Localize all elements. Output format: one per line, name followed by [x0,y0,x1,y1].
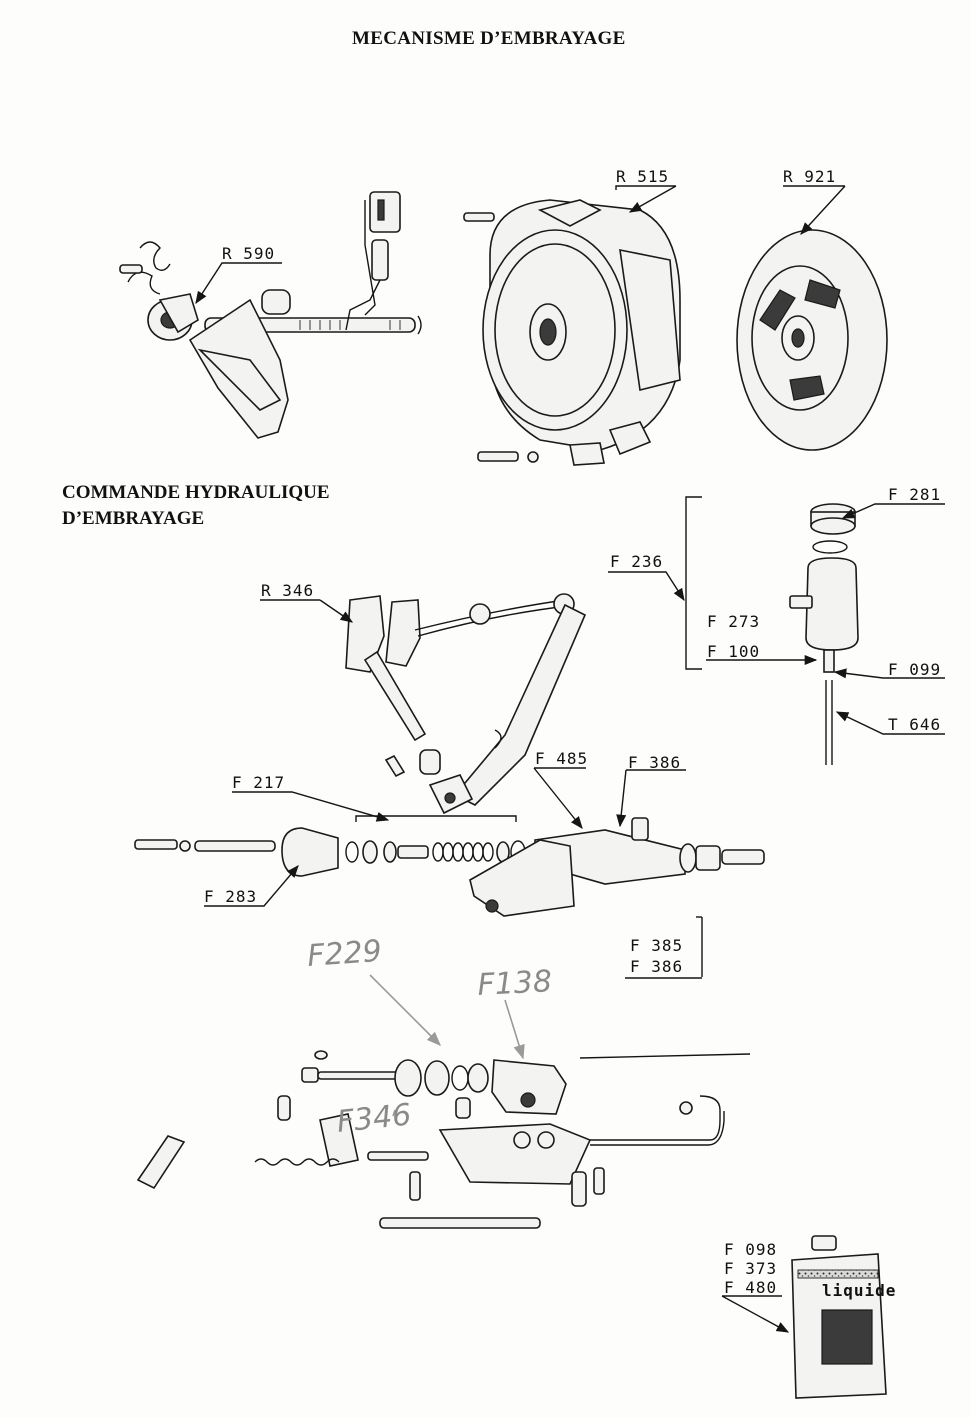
handwritten-f229: F229 [306,934,383,974]
reference-labels: R 590 R 515 R 921 F 281 F 236 F 273 F 10… [204,167,941,1297]
pressure-plate [463,199,681,466]
clutch-disc [736,229,888,451]
master-cylinder [134,817,765,917]
slave-cylinder [136,1050,751,1229]
ref-f373: F 373 [724,1259,777,1278]
handwritten-f346: F346 [335,1097,413,1140]
pedal-assembly [345,593,587,815]
ref-r590: R 590 [222,244,275,263]
ref-f281: F 281 [888,485,941,504]
ref-r921: R 921 [783,167,836,186]
can-label: liquide [822,1281,896,1300]
ref-r346: R 346 [261,581,314,600]
ref-t646: T 646 [888,715,941,734]
ref-r515: R 515 [616,167,669,186]
section-title-line2: D’EMBRAYAGE [62,508,205,529]
handwritten-f138: F138 [477,964,553,1003]
section-title: COMMANDE HYDRAULIQUE D’EMBRAYAGE [62,480,330,532]
fluid-reservoir [789,503,859,765]
ref-f273: F 273 [707,612,760,631]
ref-f217: F 217 [232,773,285,792]
main-title: MECANISME D’EMBRAYAGE [352,28,626,49]
ref-f098: F 098 [724,1240,777,1259]
ref-f283: F 283 [204,887,257,906]
section-title-line1: COMMANDE HYDRAULIQUE [62,482,330,503]
brake-fluid-can: liquide [791,1235,896,1399]
brackets [355,496,703,977]
ref-f385: F 385 [630,936,683,955]
ref-f480: F 480 [724,1278,777,1297]
ref-f100: F 100 [707,642,760,661]
leader-lines [195,185,945,1332]
release-fork-assembly [119,191,422,439]
ref-f485: F 485 [535,749,588,768]
ref-f236: F 236 [610,552,663,571]
handwritten-annotations: F229 F138 F346 [306,934,553,1140]
ref-f099: F 099 [888,660,941,679]
ref-f386-top: F 386 [628,753,681,772]
ref-f386-bottom: F 386 [630,957,683,976]
seal-stack [345,840,526,864]
